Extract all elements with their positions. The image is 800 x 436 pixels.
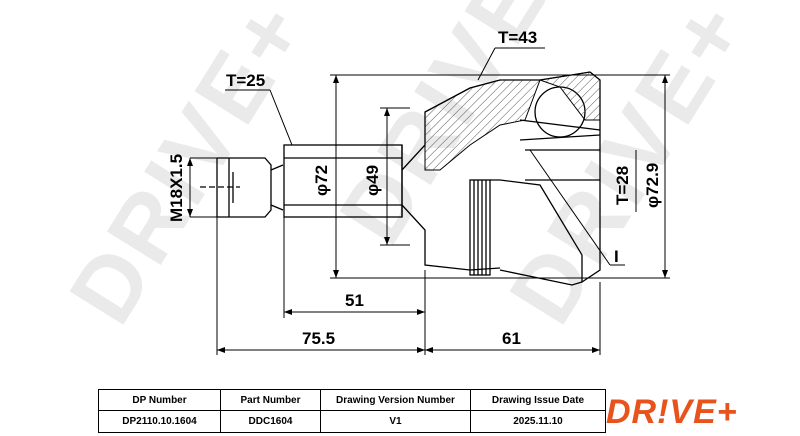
hatched-section bbox=[424, 79, 541, 171]
hatched-section bbox=[539, 71, 601, 121]
drive-logo: DR!VE+ bbox=[606, 393, 738, 431]
len-75-5-label: 75.5 bbox=[302, 329, 335, 348]
phi72-label: φ72 bbox=[312, 165, 331, 196]
watermark: DRIVE+ bbox=[50, 0, 327, 341]
t28-label: T=28 bbox=[613, 166, 632, 205]
header-issue-date: Drawing Issue Date bbox=[470, 389, 606, 411]
header-part-number: Part Number bbox=[220, 389, 321, 411]
marker-label: I bbox=[614, 247, 619, 266]
len-51-label: 51 bbox=[345, 291, 364, 310]
thread-label: M18X1.5 bbox=[167, 154, 186, 222]
t43-label: T=43 bbox=[498, 28, 537, 47]
title-block: DP Number Part Number Drawing Version Nu… bbox=[98, 389, 606, 433]
phi72-9-label: φ72.9 bbox=[643, 163, 662, 208]
value-dp-number: DP2110.10.1604 bbox=[98, 410, 221, 433]
t25-label: T=25 bbox=[226, 71, 265, 90]
header-dp-number: DP Number bbox=[98, 389, 221, 411]
dimension-lines bbox=[189, 47, 670, 355]
len-61-label: 61 bbox=[502, 329, 521, 348]
value-part-number: DDC1604 bbox=[220, 410, 321, 433]
value-version-number: V1 bbox=[320, 410, 471, 433]
header-version-number: Drawing Version Number bbox=[320, 389, 471, 411]
arrowheads bbox=[187, 75, 668, 353]
value-issue-date: 2025.11.10 bbox=[470, 410, 606, 433]
phi49-label: φ49 bbox=[363, 165, 382, 196]
